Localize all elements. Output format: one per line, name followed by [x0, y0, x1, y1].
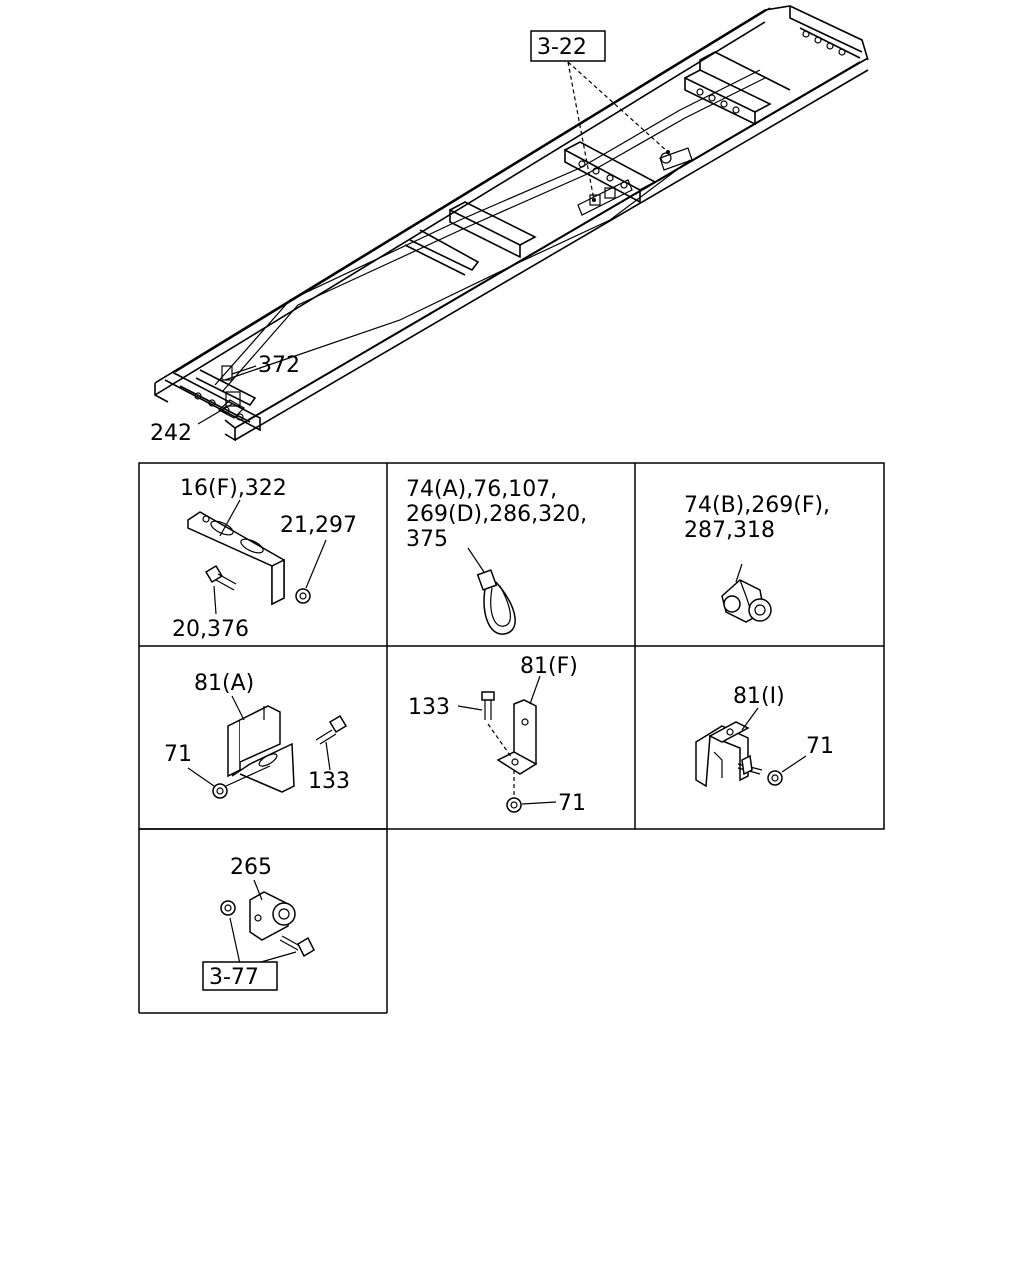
label-372-group: 372	[231, 353, 300, 378]
slotted-bracket-icon	[187, 511, 285, 606]
bolt-icon	[737, 754, 763, 776]
panel-4: 81(A) 71 133	[164, 671, 350, 799]
panel-grid	[138, 462, 885, 1014]
label-tie-line1: 74(A),76,107,	[406, 477, 557, 502]
ref-box	[530, 30, 606, 62]
label-bracket-16f: 16(F),322	[180, 476, 287, 501]
bracket-81i-icon	[695, 721, 750, 788]
nut-icon	[767, 770, 783, 786]
label-242: 242	[150, 421, 192, 446]
bracket-81f-icon	[496, 699, 538, 775]
clip-265-icon	[249, 891, 296, 941]
label-372: 372	[258, 353, 300, 378]
label-clip-265: 265	[230, 855, 272, 880]
label-nut-21: 21,297	[280, 513, 357, 538]
bolt-icon	[204, 564, 237, 591]
panel-5: 81(F) 133 71	[408, 654, 586, 816]
label-bracket-81a: 81(A)	[194, 671, 254, 696]
label-tie-line2: 269(D),286,320,	[406, 502, 587, 527]
nut-icon	[506, 770, 522, 813]
label-242-group: 242	[150, 403, 233, 446]
cable-tie-icon	[467, 547, 516, 635]
ref-box	[202, 961, 278, 991]
label-clip-line1: 74(B),269(F),	[684, 493, 830, 518]
callout-3-22: 3-22	[530, 30, 670, 202]
label-bracket-81f: 81(F)	[520, 654, 578, 679]
nut-icon	[212, 783, 228, 799]
washer-icon	[220, 900, 236, 916]
callout-ref-text: 3-22	[537, 35, 587, 60]
label-tie-line3: 375	[406, 527, 448, 552]
label-bolt-133-p4: 133	[308, 769, 350, 794]
panel-2: 74(A),76,107, 269(D),286,320, 375	[406, 477, 587, 635]
panel-1: 16(F),322 21,297 20,376	[172, 476, 357, 642]
panel-6: 81(I) 71	[695, 684, 834, 788]
ref-3-77-text: 3-77	[209, 965, 259, 990]
nut-icon	[295, 588, 311, 604]
ref-3-77: 3-77	[202, 961, 278, 991]
label-nut-71-p6: 71	[806, 734, 834, 759]
label-clip-line2: 287,318	[684, 518, 775, 543]
bolt-icon	[315, 714, 348, 745]
bracket-81a-icon	[227, 705, 295, 793]
label-nut-71-p4: 71	[164, 742, 192, 767]
panel-7: 265 3-77	[202, 855, 315, 991]
panel-3: 74(B),269(F), 287,318	[684, 493, 830, 623]
bolt-icon	[481, 691, 513, 759]
label-bolt-133-p5: 133	[408, 695, 450, 720]
label-bracket-81i: 81(I)	[733, 684, 785, 709]
label-nut-71-p5: 71	[558, 791, 586, 816]
chassis-frame-drawing	[154, 5, 869, 442]
label-bolt-20: 20,376	[172, 617, 249, 642]
harness-clip-icon	[721, 563, 772, 623]
bolt-icon	[279, 935, 315, 958]
